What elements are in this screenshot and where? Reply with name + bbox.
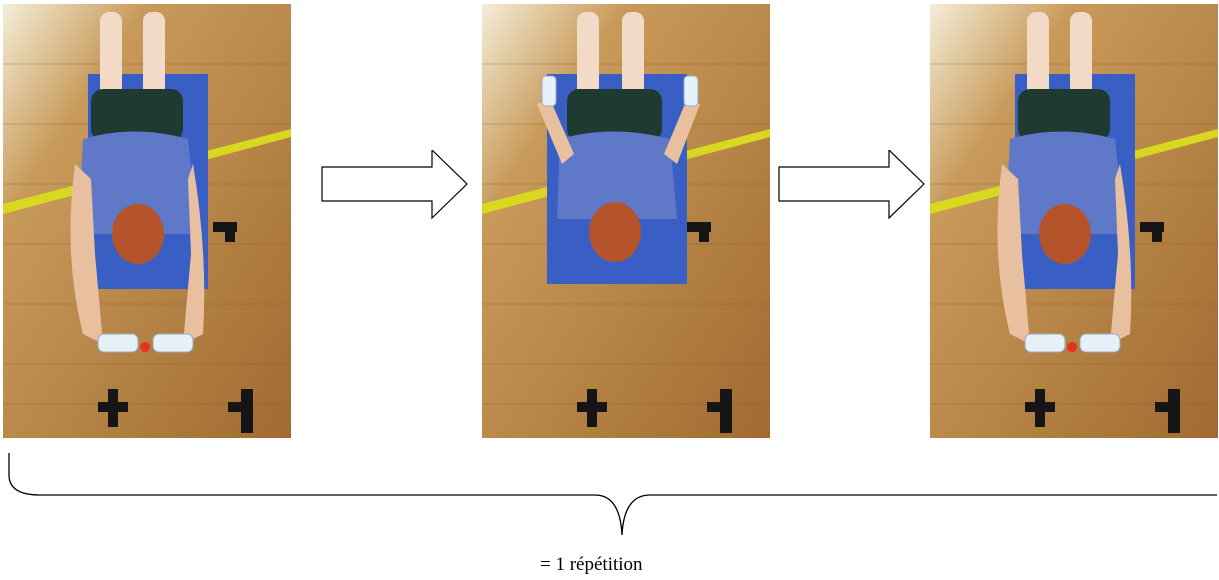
right-arrow-icon	[777, 150, 927, 220]
exercise-photo-start	[3, 4, 291, 438]
right-arrow-icon	[320, 150, 470, 220]
repetition-caption: = 1 répétition	[540, 554, 720, 576]
exercise-photo-end	[930, 4, 1218, 438]
exercise-photo-middle	[482, 4, 770, 438]
curly-brace-icon	[0, 450, 1219, 550]
